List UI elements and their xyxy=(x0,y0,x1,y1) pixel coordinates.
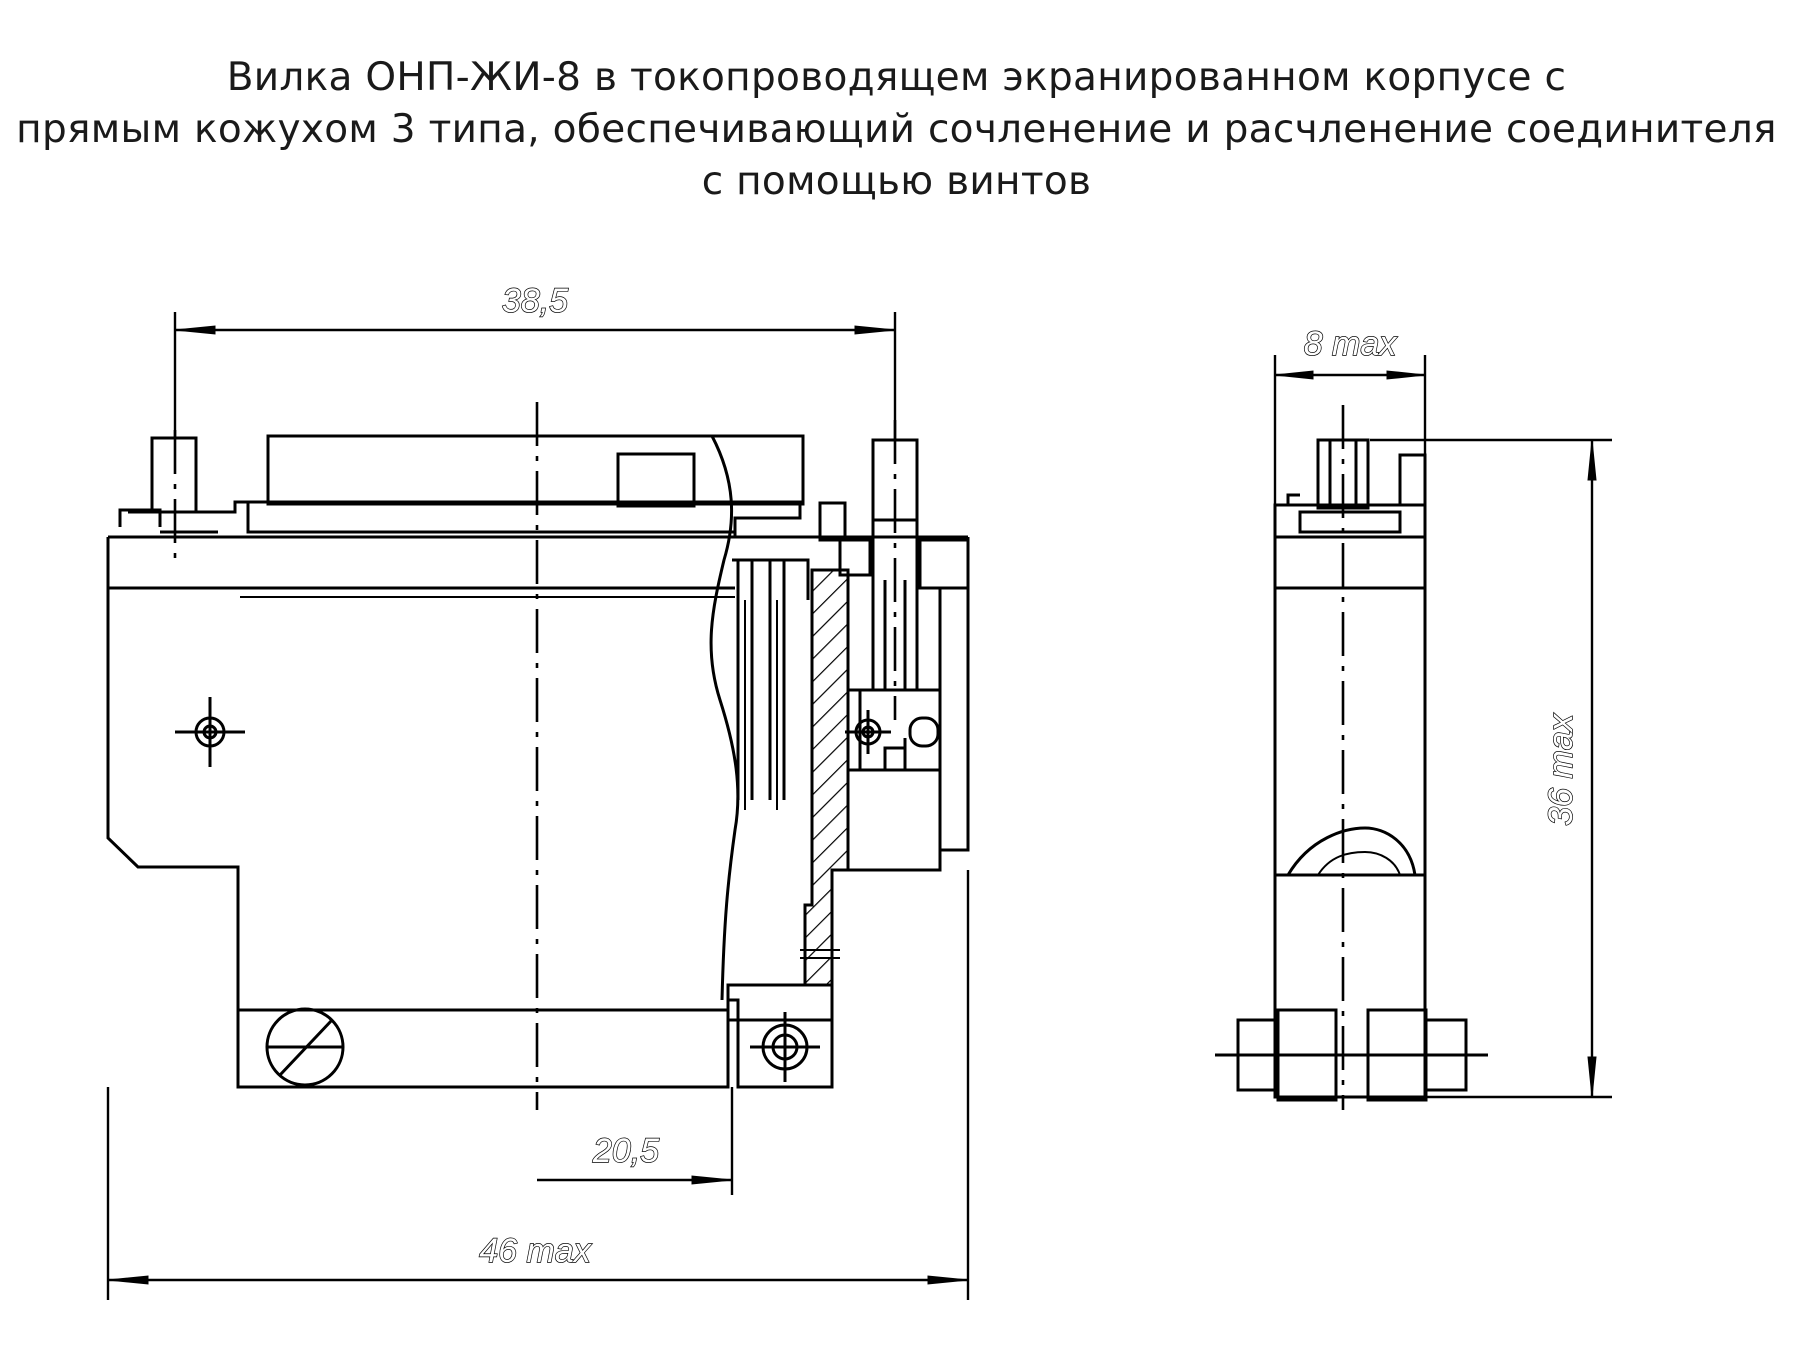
dimension-overall-width: 46 max xyxy=(106,870,970,1300)
front-top-plate xyxy=(128,500,802,537)
side-top-inner-plate xyxy=(1298,510,1402,534)
front-top-step xyxy=(118,508,218,534)
front-hatched-wall-fill xyxy=(805,570,848,985)
dimension-side-width-label: 8 max xyxy=(1304,325,1398,363)
front-right-screw-shaft xyxy=(871,520,919,690)
front-top-ledge xyxy=(246,502,735,534)
front-center-mark-right xyxy=(845,710,891,754)
front-hatched-boss-2 xyxy=(818,501,847,542)
front-section-break-line xyxy=(709,435,740,1001)
dimension-side-height-label: 36 max xyxy=(1542,713,1580,825)
front-bottom-bar xyxy=(236,1008,730,1089)
title-line-1: Вилка ОНП-ЖИ-8 в токопроводящем экраниро… xyxy=(226,55,1567,100)
dimension-side-height: 36 max xyxy=(1370,438,1612,1099)
title-line-2: прямым кожухом 3 типа, обеспечивающий со… xyxy=(16,107,1777,152)
dimension-side-width: 8 max xyxy=(1273,324,1427,505)
front-top-shell xyxy=(266,434,805,506)
dimension-overall-width-label: 46 max xyxy=(479,1232,591,1270)
page-title: Вилка ОНП-ЖИ-8 в токопроводящем экраниро… xyxy=(0,52,1793,208)
side-body xyxy=(1273,535,1427,1099)
front-center-mark-left xyxy=(175,697,245,767)
front-nut-slot xyxy=(908,716,940,748)
front-view: 38,5 20,5 46 max xyxy=(106,281,970,1300)
side-top-plate xyxy=(1273,503,1427,539)
front-right-housing-hatched xyxy=(938,586,970,852)
front-contact-pins xyxy=(732,558,810,810)
front-latch-block xyxy=(616,452,696,508)
title-line-3: с помощью винтов xyxy=(701,159,1092,204)
dimension-inner-offset-label: 20,5 xyxy=(592,1132,659,1170)
front-right-foot-hatched xyxy=(726,983,834,1089)
dimension-top-width: 38,5 xyxy=(173,281,897,440)
front-right-housing-inner xyxy=(848,688,940,772)
front-nut-detail xyxy=(883,738,907,770)
dimension-inner-offset: 20,5 xyxy=(537,1087,734,1195)
side-view: 8 max 36 max xyxy=(1215,324,1612,1110)
dimension-top-width-label: 38,5 xyxy=(502,282,568,320)
side-arc xyxy=(1286,826,1417,876)
front-bottom-left-screw xyxy=(265,1007,345,1087)
front-housing-outline xyxy=(106,537,730,1089)
